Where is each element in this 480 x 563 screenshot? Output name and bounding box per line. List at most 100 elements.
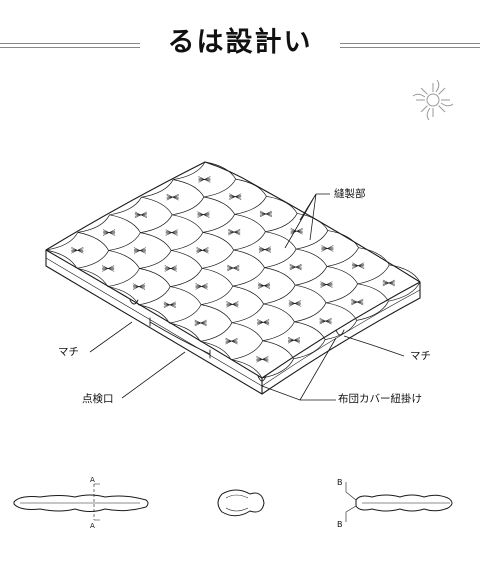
quilt-seam bbox=[293, 339, 326, 360]
quilt-burst bbox=[257, 319, 270, 326]
quilt-seam bbox=[76, 267, 109, 287]
quilt-seam bbox=[202, 214, 235, 233]
quilt-seam bbox=[232, 267, 265, 287]
quilt-seam bbox=[234, 213, 266, 232]
quilt-burst bbox=[102, 229, 116, 236]
quilt-seam bbox=[264, 248, 297, 268]
quilt-seam bbox=[172, 214, 204, 233]
quilt-seam bbox=[173, 179, 205, 198]
quilt-seam bbox=[77, 214, 110, 233]
quilt-seam bbox=[201, 267, 234, 287]
quilt-seam bbox=[107, 268, 140, 287]
quilt-seam bbox=[201, 249, 235, 269]
quilt-seam bbox=[171, 232, 204, 251]
section-right bbox=[345, 482, 453, 522]
leader-gusset-left bbox=[89, 321, 133, 353]
quilt-burst bbox=[166, 193, 179, 201]
quilt-seam bbox=[358, 247, 390, 266]
quilt-seam bbox=[234, 196, 267, 215]
quilt-seam bbox=[326, 266, 358, 284]
quilt-burst bbox=[256, 356, 269, 363]
quilt-seam bbox=[263, 303, 295, 322]
quilt-seam bbox=[202, 232, 235, 251]
quilt-burst bbox=[321, 245, 334, 252]
quilt-seam bbox=[173, 161, 206, 180]
section-middle bbox=[217, 489, 265, 517]
quilt-seam bbox=[200, 341, 232, 360]
quilt-burst bbox=[320, 281, 333, 288]
quilt-burst bbox=[290, 227, 303, 235]
quilt-seam bbox=[108, 250, 140, 269]
label-sewn-part: 縫製部 bbox=[334, 188, 366, 200]
quilt-seam bbox=[170, 268, 203, 287]
quilt-seam bbox=[201, 285, 234, 305]
quilt-seam bbox=[204, 161, 237, 180]
quilt-seam bbox=[264, 267, 296, 286]
quilt-seam bbox=[325, 283, 358, 304]
quilt-seam bbox=[108, 232, 141, 251]
quilt-seam bbox=[139, 268, 171, 287]
quilt-burst bbox=[194, 319, 207, 327]
quilt-burst bbox=[163, 301, 176, 309]
quilt-seam bbox=[232, 285, 264, 305]
leader-cover-ties bbox=[261, 337, 337, 401]
quilt-seam bbox=[325, 302, 358, 321]
quilt-seam bbox=[77, 232, 109, 251]
quilt-burst bbox=[288, 300, 301, 307]
quilt-seam bbox=[169, 304, 202, 324]
quilt-burst bbox=[382, 279, 395, 287]
quilt-burst bbox=[351, 298, 364, 306]
quilt-seam bbox=[200, 322, 233, 342]
quilt-seam bbox=[201, 304, 233, 323]
quilt-burst bbox=[198, 176, 211, 183]
quilt-seam bbox=[296, 230, 329, 250]
quilt-burst bbox=[102, 265, 115, 272]
quilt-seam bbox=[357, 283, 389, 302]
leader-sewn-part bbox=[284, 193, 330, 249]
quilt-seam bbox=[76, 250, 109, 269]
quilt-seam bbox=[172, 196, 205, 216]
quilt-seam bbox=[356, 301, 389, 321]
quilt-burst bbox=[71, 247, 84, 254]
quilt-seam bbox=[171, 250, 203, 269]
quilt-seam bbox=[294, 302, 327, 323]
quilt-seam bbox=[140, 214, 173, 233]
quilt-burst bbox=[228, 228, 241, 236]
quilt-seam bbox=[169, 322, 201, 342]
section-left bbox=[13, 483, 149, 521]
quilt-burst bbox=[133, 247, 147, 254]
quilt-burst bbox=[197, 211, 210, 218]
quilt-seam bbox=[235, 178, 267, 197]
quilt-seam bbox=[203, 196, 235, 215]
quilt-seam bbox=[262, 321, 295, 342]
quilt-seam bbox=[357, 264, 390, 285]
quilt-burst bbox=[226, 301, 239, 308]
quilt-seam bbox=[326, 247, 359, 267]
quilt-seam bbox=[263, 285, 296, 305]
quilt-burst bbox=[319, 317, 332, 325]
inspection-port-shape bbox=[149, 317, 211, 359]
quilt-seam bbox=[388, 281, 421, 302]
quilt-seam bbox=[45, 232, 79, 251]
quilt-burst bbox=[258, 246, 272, 253]
quilt-burst bbox=[225, 337, 238, 345]
quilt-burst bbox=[259, 210, 273, 218]
quilt-burst bbox=[257, 282, 271, 289]
quilt-seam bbox=[261, 358, 294, 379]
quilt-seam bbox=[231, 322, 264, 341]
quilt-burst bbox=[287, 337, 301, 344]
section-mark-a-bottom: A bbox=[90, 522, 95, 530]
quilt-seam bbox=[294, 321, 326, 340]
quilt-seam bbox=[45, 249, 78, 269]
section-mark-a-top: A bbox=[90, 476, 95, 484]
quilt-burst bbox=[196, 247, 209, 254]
quilt-seam bbox=[265, 231, 297, 250]
quilt-seam bbox=[138, 286, 171, 306]
label-inspection-port: 点検口 bbox=[82, 393, 114, 405]
quilt-seam bbox=[141, 196, 173, 215]
quilt-seam bbox=[389, 264, 421, 283]
section-mark-b-bottom: B bbox=[337, 520, 343, 529]
